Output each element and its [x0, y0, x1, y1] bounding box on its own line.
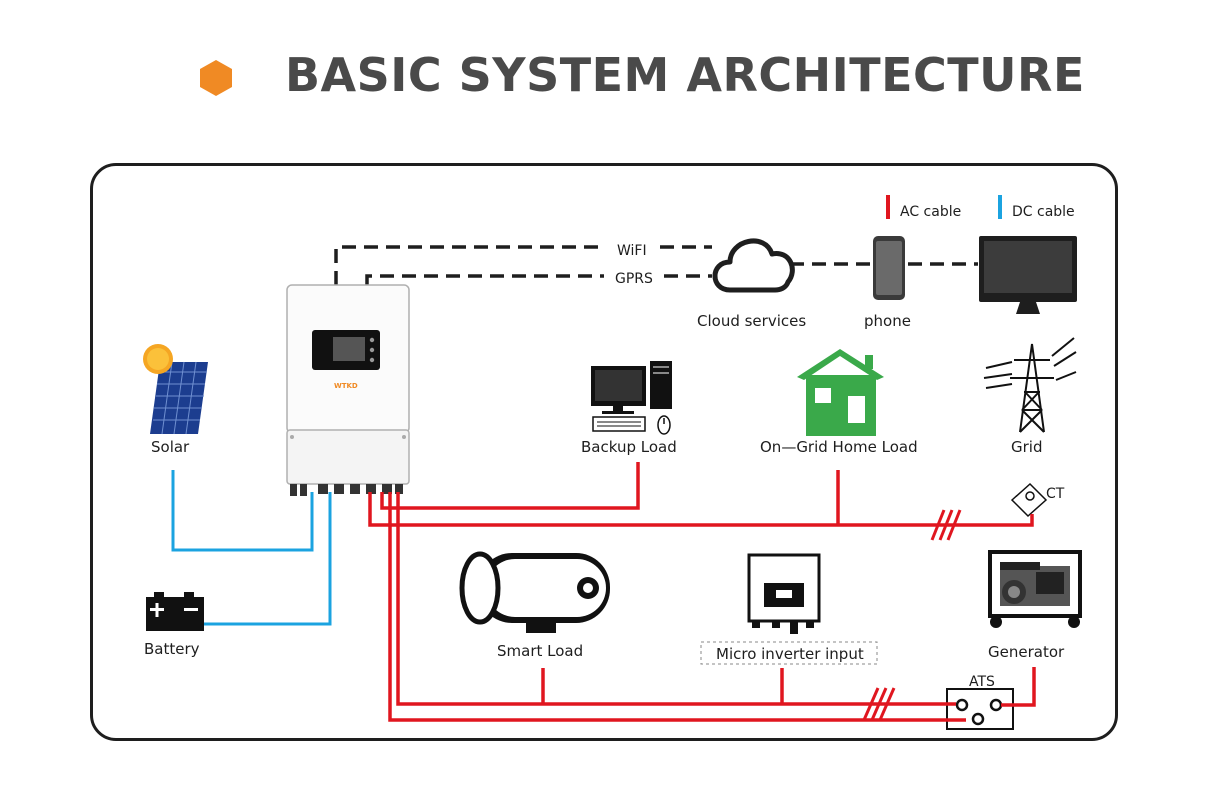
- phone-icon: [873, 236, 905, 300]
- transmission-tower-icon: [983, 337, 1077, 433]
- ct-clamp-icon: [1010, 482, 1048, 518]
- ats-label: ATS: [969, 674, 995, 690]
- micro-inverter-label-box: [700, 641, 878, 665]
- wifi-label: WiFI: [617, 243, 647, 259]
- gprs-label: GPRS: [615, 271, 653, 287]
- three-phase-marks: [862, 509, 962, 721]
- phone-label: phone: [864, 312, 911, 330]
- solar-panel-icon: [143, 344, 208, 435]
- diagram-frame: [90, 163, 1118, 741]
- monitor-icon: [979, 236, 1077, 314]
- grid-label: Grid: [1011, 438, 1042, 456]
- inverter-brand-label: WTKD: [334, 382, 358, 390]
- cloud-icon: [712, 238, 795, 293]
- ats-switch-icon: [946, 688, 1014, 730]
- house-icon: [797, 349, 884, 436]
- generator-label: Generator: [988, 643, 1065, 661]
- ac-cables: [368, 462, 1036, 722]
- battery-label: Battery: [144, 640, 200, 658]
- ct-label: CT: [1046, 486, 1065, 502]
- legend: AC cable DC cable: [886, 195, 1075, 220]
- hybrid-inverter-icon: [286, 284, 410, 496]
- ac-legend-swatch: [886, 195, 890, 219]
- smart-load-label: Smart Load: [497, 642, 583, 660]
- water-heater-icon: [459, 551, 610, 633]
- backup-load-label: Backup Load: [581, 438, 677, 456]
- dc-legend-label: DC cable: [1012, 204, 1075, 220]
- page-title: BASIC SYSTEM ARCHITECTURE: [285, 48, 1085, 102]
- dc-legend-swatch: [998, 195, 1002, 219]
- dc-cables: [171, 470, 332, 626]
- on-grid-load-label: On—Grid Home Load: [760, 438, 918, 456]
- ac-legend-label: AC cable: [900, 204, 961, 220]
- battery-icon: [146, 592, 204, 631]
- title-row: BASIC SYSTEM ARCHITECTURE: [0, 40, 1210, 120]
- generator-icon: [988, 550, 1082, 628]
- micro-inverter-icon: [747, 553, 821, 634]
- solar-label: Solar: [151, 438, 190, 456]
- desktop-computer-icon: [591, 361, 672, 435]
- micro-inverter-label: Micro inverter input: [716, 645, 864, 663]
- hexagon-icon: [200, 60, 232, 96]
- comm-lines: [334, 245, 978, 285]
- cloud-label: Cloud services: [697, 312, 806, 330]
